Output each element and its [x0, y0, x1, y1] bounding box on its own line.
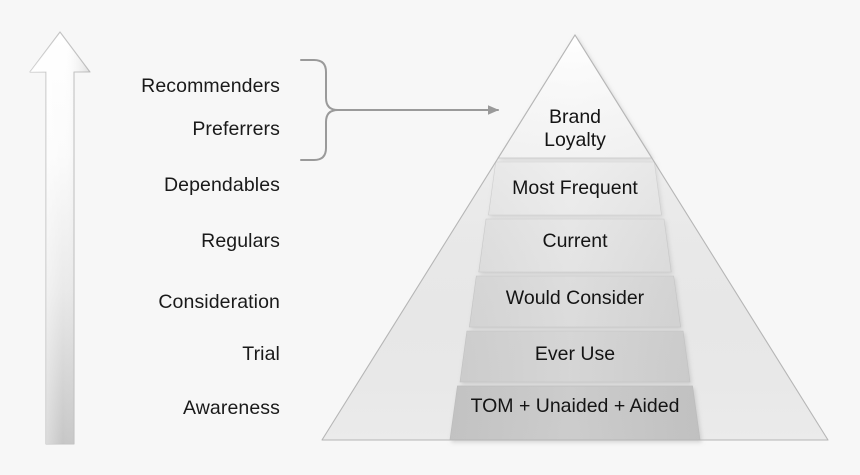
funnel-pyramid	[321, 34, 829, 441]
stage-label-text: Preferrers	[192, 118, 280, 140]
stage-label-dependables: Dependables	[163, 174, 280, 196]
pyramid-band-brand-loyalty[interactable]	[497, 34, 653, 159]
stage-label-awareness: Awareness	[182, 397, 280, 419]
stage-label-recommenders: Recommenders	[141, 75, 280, 97]
pyramid-band-tom-unaided-aided[interactable]	[449, 385, 701, 441]
stage-label-regulars: Regulars	[201, 230, 280, 252]
up-arrow-icon	[29, 31, 91, 445]
pyramid-band-ever-use[interactable]	[459, 330, 691, 383]
stage-label-text: Recommenders	[141, 75, 280, 97]
stage-label-text: Trial	[242, 343, 280, 365]
stage-label-text: Regulars	[201, 230, 280, 252]
stage-label-text: Dependables	[163, 174, 280, 196]
stage-label-trial: Trial	[242, 343, 280, 365]
stage-label-text: Awareness	[182, 397, 280, 419]
stage-label-text: Consideration	[158, 291, 280, 313]
pyramid-band-would-consider[interactable]	[469, 275, 681, 328]
pyramid-band-current[interactable]	[478, 218, 672, 273]
pyramid-band-most-frequent[interactable]	[488, 161, 662, 216]
stage-label-preferrers: Preferrers	[192, 118, 280, 140]
stage-label-consideration: Consideration	[158, 291, 280, 313]
